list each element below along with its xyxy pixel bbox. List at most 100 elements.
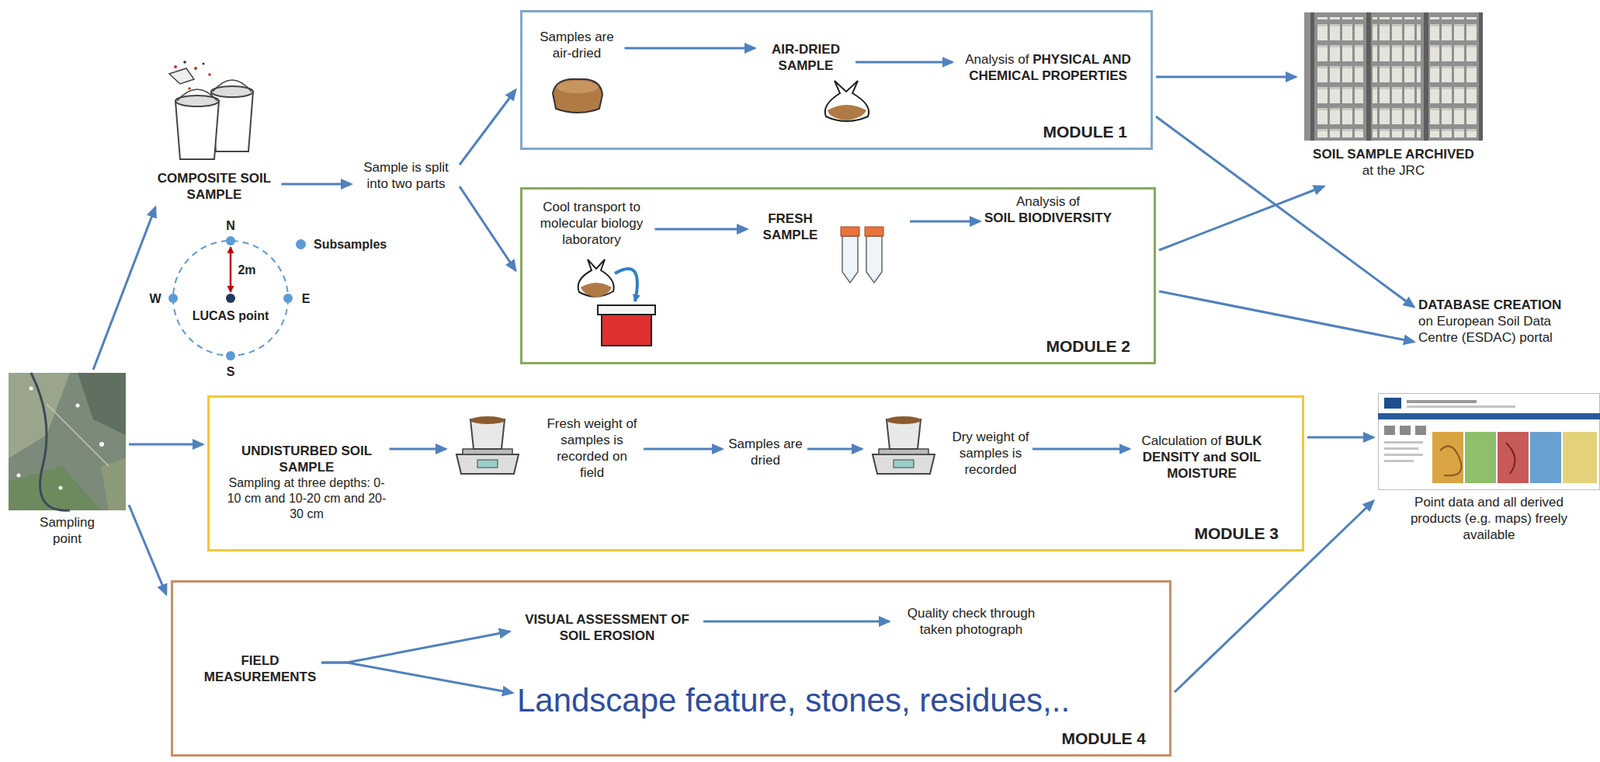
legend-swatch bbox=[295, 239, 306, 250]
distance-label: 2m bbox=[237, 262, 256, 278]
node-text: VISUAL ASSESSMENT OF SOIL EROSION bbox=[513, 610, 701, 644]
flow-arrow bbox=[281, 183, 352, 186]
portal-screenshot-part bbox=[1384, 440, 1423, 444]
tube-icon-part bbox=[866, 236, 882, 283]
portal-screenshot-part bbox=[1440, 445, 1462, 476]
flow-arrow bbox=[703, 620, 889, 623]
module-label: MODULE 4 bbox=[1061, 728, 1146, 748]
bucket-illustration-part bbox=[208, 72, 212, 77]
tray-icon-part bbox=[556, 80, 599, 94]
tube-icon bbox=[840, 226, 884, 283]
scale-icon bbox=[456, 416, 519, 474]
bucket-illustration-part bbox=[212, 79, 252, 92]
flow-arrow bbox=[655, 228, 748, 231]
bag-icon-part bbox=[825, 80, 869, 122]
node-text: DATABASE CREATION bbox=[1418, 296, 1586, 313]
portal-screenshot-part bbox=[1497, 431, 1529, 483]
node-subtext: at the JRC bbox=[1300, 162, 1487, 179]
portal-screenshot-part bbox=[1377, 413, 1600, 420]
tube-icon-part bbox=[842, 236, 858, 283]
legend-entry: Subsamples bbox=[295, 236, 387, 252]
point-label: LUCAS point bbox=[192, 308, 270, 323]
module-panel: MODULE 2Cool transport to molecular biol… bbox=[520, 187, 1156, 365]
node-text: SOIL SAMPLE ARCHIVED bbox=[1300, 145, 1487, 163]
flow-arrow bbox=[1155, 116, 1414, 307]
node-text: Samples are dried bbox=[726, 435, 805, 469]
scale-icon-part bbox=[456, 454, 519, 474]
node-text: Sample is split into two parts bbox=[355, 159, 457, 192]
cooler-icon-part bbox=[580, 282, 612, 298]
flow-arrow bbox=[321, 662, 513, 693]
subsample-circle-part bbox=[229, 246, 233, 292]
bucket-illustration-part bbox=[175, 100, 219, 160]
subsample-circle-part bbox=[168, 293, 178, 303]
portal-screenshot-part bbox=[1562, 431, 1597, 483]
aerial-photo-part bbox=[76, 403, 80, 408]
flow-arrow bbox=[459, 90, 516, 165]
aerial-photo-part bbox=[59, 485, 63, 490]
bucket-illustration-part bbox=[187, 86, 191, 91]
flow-arrow bbox=[1174, 500, 1374, 692]
flow-arrow bbox=[909, 220, 980, 223]
aerial-photo-part bbox=[31, 372, 70, 511]
archive-photo-part bbox=[1423, 12, 1429, 141]
archive-photo-part bbox=[1366, 12, 1371, 141]
cooler-icon-part bbox=[601, 312, 652, 346]
node-text: Sampling point bbox=[32, 513, 103, 547]
node-text: Cool transport to molecular biology labo… bbox=[531, 198, 653, 248]
subsample-circle-part bbox=[283, 293, 293, 303]
subsample-circle bbox=[168, 236, 293, 361]
aerial-photo-part bbox=[100, 458, 126, 511]
aerial-photo-part bbox=[17, 473, 21, 478]
aerial-photo-part bbox=[29, 386, 34, 391]
portal-screenshot-part bbox=[1384, 397, 1402, 409]
legend-text: Subsamples bbox=[313, 236, 387, 252]
flow-arrow bbox=[643, 447, 722, 451]
process-step: Samples are dried bbox=[726, 435, 805, 469]
bag-icon-part bbox=[827, 104, 867, 121]
bucket-illustration-part bbox=[175, 95, 219, 107]
flow-arrow bbox=[128, 443, 203, 446]
process-step: Quality check through taken photograph bbox=[893, 604, 1049, 638]
portal-screenshot-part bbox=[1432, 431, 1464, 483]
flow-arrow bbox=[1032, 447, 1130, 451]
node-text: Analysis of bbox=[984, 193, 1112, 210]
flow-arrow bbox=[93, 207, 156, 370]
process-step: Samples are air-dried bbox=[532, 28, 622, 62]
sample-label: COMPOSITE SOIL SAMPLE bbox=[150, 170, 279, 203]
archive-photo-part bbox=[1315, 17, 1364, 138]
aerial-photo bbox=[8, 372, 126, 511]
cooler-icon bbox=[578, 259, 656, 346]
database-label: DATABASE CREATIONon European Soil Data C… bbox=[1418, 296, 1586, 346]
flow-arrow bbox=[807, 447, 862, 451]
portal-screenshot-part bbox=[1384, 425, 1396, 435]
scale-icon-part bbox=[477, 459, 498, 468]
compass-label: W bbox=[149, 291, 161, 306]
module-panel: MODULE 3UNDISTURBED SOIL SAMPLESampling … bbox=[207, 395, 1305, 552]
process-step: FRESH SAMPLE bbox=[751, 210, 907, 243]
archive-photo-part bbox=[1304, 12, 1483, 141]
node-text: UNDISTURBED SOIL SAMPLE bbox=[227, 442, 387, 476]
subsample-circle-part bbox=[225, 350, 236, 361]
flow-arrow bbox=[459, 186, 516, 271]
node-text: Calculation of bbox=[1141, 433, 1222, 448]
node-text: Landscape feature, stones, residues,.. bbox=[517, 681, 1070, 719]
bucket-illustration-part bbox=[177, 89, 218, 101]
subsample-circle-part bbox=[225, 293, 236, 303]
compass-label: E bbox=[301, 291, 311, 306]
node-text: FRESH SAMPLE bbox=[751, 210, 830, 243]
node-text: FIELD MEASUREMENTS bbox=[201, 652, 319, 685]
flow-arrow bbox=[1307, 436, 1374, 439]
node-text: Samples are air-dried bbox=[532, 28, 622, 62]
portal-screenshot-part bbox=[1406, 405, 1516, 408]
process-step: UNDISTURBED SOIL SAMPLESampling at three… bbox=[227, 442, 387, 522]
label-anchor: LUCAS point bbox=[192, 308, 270, 323]
process-step: AIR-DRIED SAMPLE bbox=[759, 41, 853, 74]
node-subtext: Sampling at three depths: 0-10 cm and 10… bbox=[227, 475, 387, 522]
node-text: Quality check through taken photograph bbox=[893, 604, 1049, 638]
portal-node: Point data and all derived products (e.g… bbox=[1377, 392, 1600, 543]
process-step: Dry weight of samples is recorded bbox=[866, 428, 1030, 478]
process-step: FIELD MEASUREMENTS bbox=[201, 652, 319, 685]
subsample-circle-part bbox=[173, 240, 289, 356]
